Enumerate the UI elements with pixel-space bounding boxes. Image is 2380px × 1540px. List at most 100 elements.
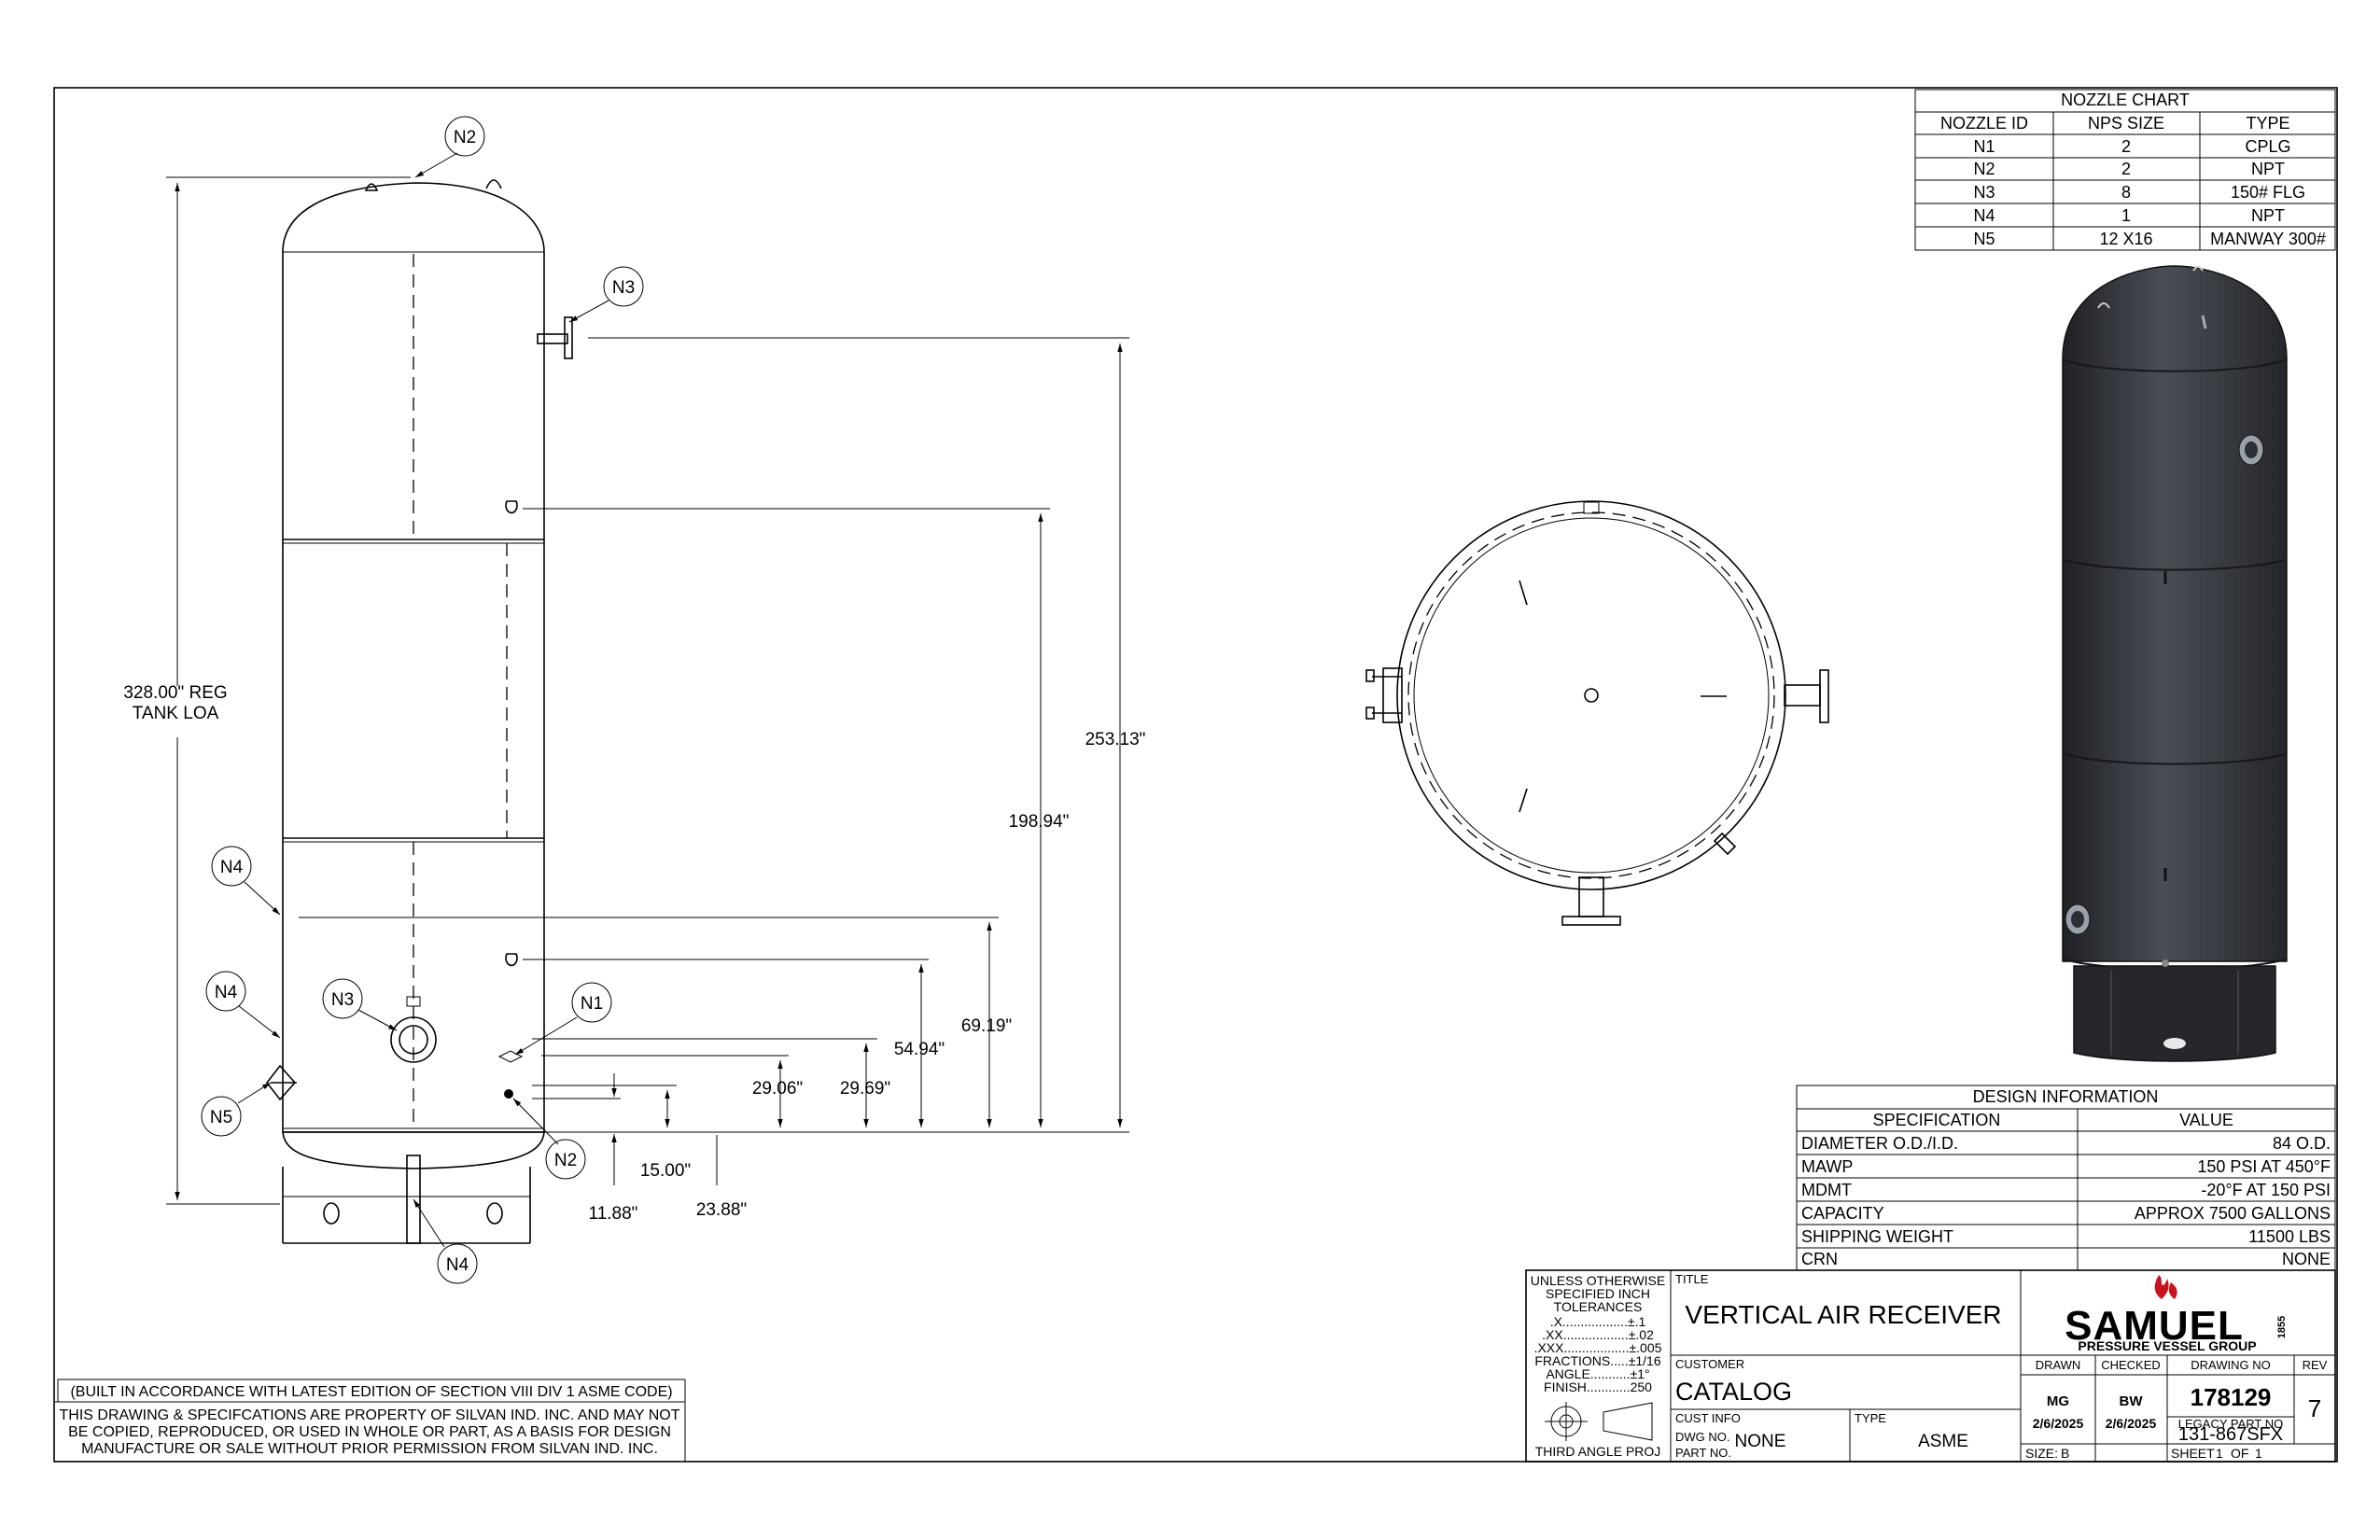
design-value: 84 O.D.: [2273, 1134, 2331, 1153]
dim-54: 54.94": [894, 1040, 945, 1059]
tank-shell: [282, 182, 545, 1133]
top-coupling: [364, 183, 379, 191]
tolerance-line: .XXX..................±.005: [1534, 1340, 1662, 1355]
nozzle-header-id: NOZZLE ID: [1940, 114, 2028, 133]
dim-29-69: 29.69": [840, 1079, 890, 1099]
nozzle-cell: N4: [1973, 206, 1995, 225]
rev-label: REV: [2303, 1358, 2328, 1372]
legacy-part-number: 131-867SFX: [2178, 1424, 2283, 1445]
brand-name: SAMUEL: [2065, 1303, 2244, 1349]
drawn-date: 2/6/2025: [2033, 1416, 2084, 1431]
sheet-number: 1: [2216, 1446, 2223, 1461]
nozzle-chart-title: NOZZLE CHART: [2061, 91, 2190, 109]
projection-label: THIRD ANGLE PROJ: [1535, 1444, 1661, 1459]
property-note-1: THIS DRAWING & SPECIFCATIONS ARE PROPERT…: [60, 1407, 680, 1423]
callout-n3-upper: N3: [612, 278, 635, 298]
dimension-lines: [166, 176, 1129, 1205]
design-header-spec: SPECIFICATION: [1873, 1111, 2001, 1129]
cust-info-label: CUST INFO: [1675, 1411, 1741, 1425]
design-value: -20°F AT 150 PSI: [2201, 1181, 2331, 1199]
nozzle-cell: 8: [2121, 183, 2131, 202]
nozzle-cell: MANWAY 300#: [2210, 230, 2326, 248]
callout-n1: N1: [581, 994, 603, 1014]
part-no-label: PART NO.: [1675, 1446, 1731, 1460]
design-info-title: DESIGN INFORMATION: [1973, 1087, 2159, 1106]
dim-69: 69.19": [961, 1016, 1012, 1036]
tolerance-line: FINISH............250: [1544, 1379, 1652, 1394]
design-info-table: DESIGN INFORMATION SPECIFICATION VALUE D…: [1796, 1085, 2336, 1271]
callout-n4-mid: N4: [215, 983, 238, 1002]
nozzle-cell: 1: [2121, 206, 2131, 225]
title-label: TITLE: [1675, 1272, 1709, 1286]
nozzle-cell: 2: [2121, 160, 2131, 178]
design-spec: CAPACITY: [1801, 1204, 1884, 1223]
notes-block: (BUILT IN ACCORDANCE WITH LATEST EDITION…: [53, 1379, 686, 1463]
asme-note: (BUILT IN ACCORDANCE WITH LATEST EDITION…: [70, 1384, 672, 1400]
customer-name: CATALOG: [1675, 1378, 1792, 1406]
design-spec: CRN: [1801, 1250, 1838, 1268]
design-value: 11500 LBS: [2248, 1227, 2331, 1246]
dim-overall-line2: TANK LOA: [133, 704, 219, 723]
nozzle-cell: 150# FLG: [2231, 183, 2305, 202]
drawing-no-label: DRAWING NO: [2191, 1358, 2270, 1372]
callout-n3-front: N3: [331, 990, 354, 1010]
dim-253: 253.13": [1085, 730, 1146, 749]
brand-year: 1855: [2276, 1316, 2288, 1338]
tolerance-line: ANGLE...........±1°: [1546, 1366, 1649, 1381]
design-spec: DIAMETER O.D./I.D.: [1801, 1134, 1958, 1153]
property-note-2: BE COPIED, REPRODUCED, OR USED IN WHOLE …: [68, 1424, 671, 1440]
n3-flange-upper: [537, 333, 568, 344]
render-body: [2062, 265, 2288, 962]
nozzle-cell: NPT: [2251, 160, 2285, 178]
design-value: APPROX 7500 GALLONS: [2135, 1204, 2331, 1223]
nozzle-cell: N1: [1973, 137, 1995, 156]
legacy-label: LEGACY PART NO: [2178, 1417, 2283, 1431]
n5-manway: [265, 1064, 297, 1101]
design-value: 150 PSI AT 450°F: [2197, 1157, 2331, 1176]
property-note-3: MANUFACTURE OR SALE WITHOUT PRIOR PERMIS…: [81, 1441, 658, 1457]
tolerance-line: SPECIFIED INCH: [1546, 1286, 1650, 1301]
checked-date: 2/6/2025: [2106, 1416, 2157, 1431]
plan-shell-outer: [1396, 500, 1786, 890]
dim-15: 15.00": [640, 1161, 691, 1181]
nozzle-cell: 2: [2121, 137, 2131, 156]
samuel-logo: SAMUEL 1855 PRESSURE VESSEL GROUP: [2065, 1275, 2288, 1353]
drawn-label: DRAWN: [2036, 1358, 2081, 1372]
dim-23-88: 23.88": [696, 1200, 747, 1220]
nozzle-cell: N3: [1973, 183, 1995, 202]
nozzle-chart: NOZZLE CHART NOZZLE ID NPS SIZE TYPE N1 …: [1914, 89, 2336, 251]
plan-manway: [1382, 667, 1403, 723]
checked-label: CHECKED: [2101, 1358, 2161, 1372]
callout-n2-top: N2: [454, 128, 476, 147]
dim-11-88: 11.88": [589, 1204, 638, 1224]
design-value: NONE: [2282, 1250, 2331, 1268]
checked-by: BW: [2120, 1393, 2144, 1409]
nozzle-header-size: NPS SIZE: [2088, 114, 2164, 133]
n3-flange-front: [390, 1016, 437, 1063]
tolerance-line: .X..................±.1: [1550, 1314, 1646, 1329]
design-header-value: VALUE: [2179, 1111, 2233, 1129]
title-block: UNLESS OTHERWISE SPECIFIED INCH TOLERANC…: [1525, 1269, 2336, 1463]
sheet-border: [53, 87, 2338, 1463]
callouts: N2 N3 N4 N4 N3 N1 N5 N2 N4: [201, 116, 644, 1284]
callout-n5: N5: [210, 1108, 232, 1127]
tank-3d-render: [2062, 265, 2288, 1062]
callout-n2-bottom: N2: [554, 1151, 577, 1170]
design-spec: SHIPPING WEIGHT: [1801, 1227, 1953, 1246]
dwg-no-value: NONE: [1735, 1432, 1786, 1451]
tolerance-line: .XX..................±.02: [1542, 1327, 1654, 1342]
dim-overall-line1: 328.00" REG: [123, 683, 227, 703]
nozzle-cell: CPLG: [2245, 137, 2290, 156]
nozzle-header-type: TYPE: [2246, 114, 2289, 133]
customer-label: CUSTOMER: [1675, 1357, 1744, 1371]
sheet-of: OF: [2231, 1446, 2248, 1461]
size-value: B: [2061, 1446, 2069, 1461]
third-angle-projection-icon: [1545, 1402, 1653, 1441]
type-value: ASME: [1918, 1432, 1968, 1451]
callout-n4-upper: N4: [220, 858, 244, 877]
drawing-number: 178129: [2191, 1383, 2272, 1411]
dwg-no-label: DWG NO.: [1675, 1430, 1730, 1444]
tolerance-line: TOLERANCES: [1554, 1299, 1643, 1314]
nozzle-cell: 12 X16: [2099, 230, 2152, 248]
